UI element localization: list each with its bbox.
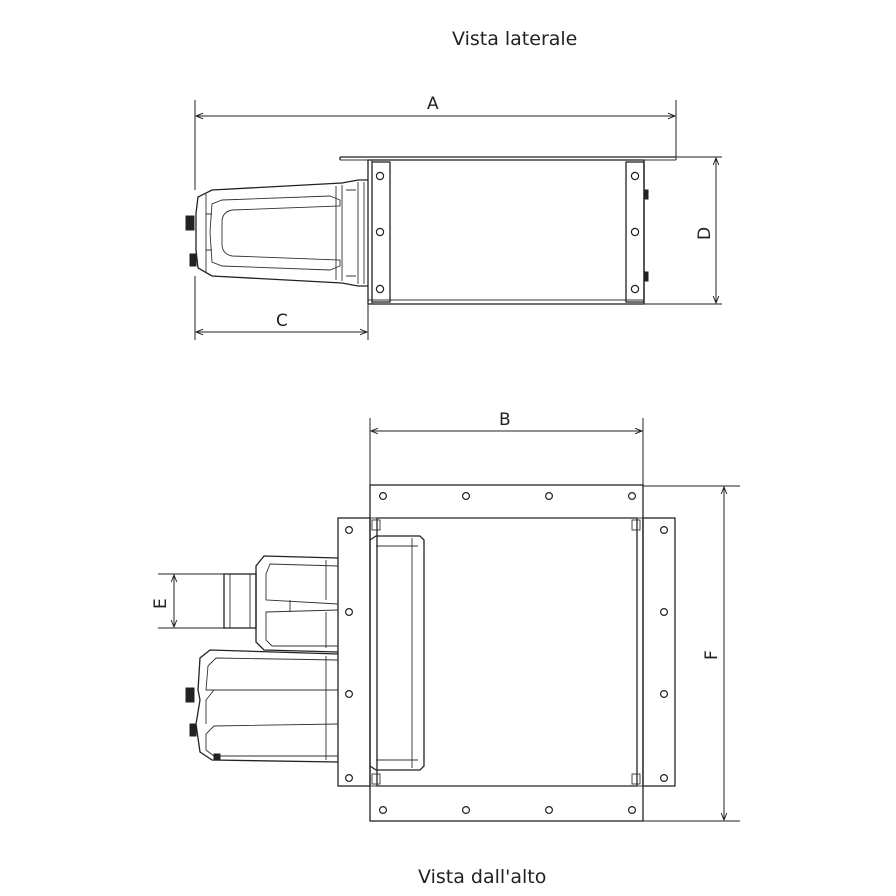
damper-housing [369,535,425,771]
side-knob [189,253,197,267]
top-bolt-hole [345,773,354,782]
dim-f-label: F [702,650,722,660]
corner-tab [631,519,641,531]
top-knob [189,723,197,737]
side-left-flange [371,161,391,303]
dim-a-label: A [427,94,439,114]
top-bolt-hole [462,805,471,814]
top-bolt-hole [345,689,354,698]
top-bolt-hole [659,525,668,534]
top-inner-band [369,517,644,787]
top-inner-opening [376,517,638,787]
top-bolt-hole [659,607,668,616]
top-bolt-hole [627,805,636,814]
side-box [367,159,645,305]
top-left-flange [337,517,371,787]
dim-e-label: E [151,598,171,609]
top-knob [213,753,221,761]
actuator-shaft [223,573,257,629]
side-bolt-head [643,271,649,282]
side-bolt-head [643,189,649,200]
top-knob [185,687,195,703]
side-actuator [185,179,368,287]
side-view-title: Vista laterale [452,28,578,50]
side-view: A C D [185,94,722,340]
top-bolt-hole [345,607,354,616]
dim-c-label: C [276,311,288,331]
top-right-flange [642,517,676,787]
side-bolt-hole [630,227,640,237]
top-bolt-hole [544,492,553,501]
dim-d-label: D [695,227,715,240]
side-bolt-hole [630,284,640,294]
dim-b-label: B [499,410,511,430]
corner-tab [371,773,381,785]
top-view: B F E [151,410,740,822]
top-bolt-hole [659,689,668,698]
corner-tab [371,519,381,531]
top-actuator [185,555,339,763]
side-bolt-hole [630,171,640,181]
top-bolt-hole [379,492,388,501]
top-bolt-hole [659,773,668,782]
top-bolt-hole [379,805,388,814]
side-knob [185,215,195,231]
side-bolt-hole [375,227,385,237]
side-bolt-hole [375,284,385,294]
corner-tab [631,773,641,785]
side-right-flange [625,161,645,303]
top-bolt-hole [345,525,354,534]
top-bolt-hole [544,805,553,814]
top-bolt-hole [627,492,636,501]
top-view-title: Vista dall'alto [418,866,547,888]
side-bolt-hole [375,171,385,181]
top-bolt-hole [462,492,471,501]
